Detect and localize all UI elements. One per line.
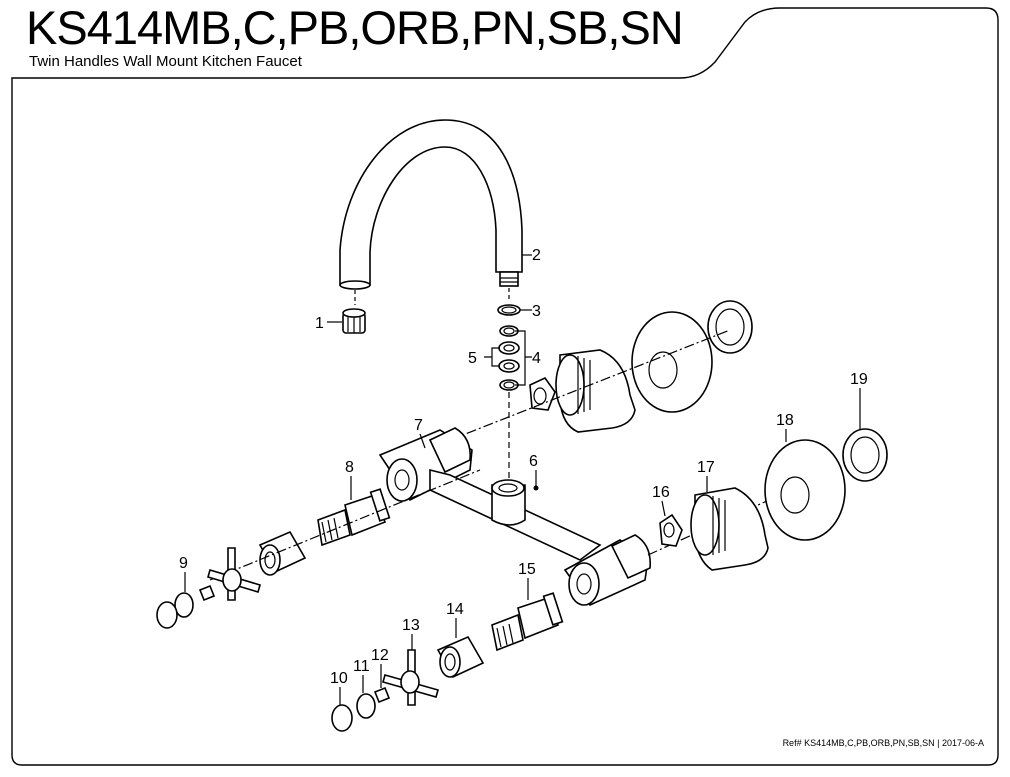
spout-part [339,119,523,290]
reference-number: Ref# KS414MB,C,PB,ORB,PN,SB,SN | 2017-06… [782,738,984,748]
callout-18: 18 [776,412,794,429]
callout-10: 10 [330,670,348,687]
aerator-part [342,308,366,334]
callout-8: 8 [345,459,354,476]
callout-16: 16 [652,484,670,501]
callout-4: 4 [532,350,541,367]
faucet-body [378,427,652,607]
callout-11: 11 [353,658,370,675]
lower-elbow-assembly [659,428,888,571]
upper-elbow-assembly [529,300,753,433]
frame-border [11,7,999,766]
callout-6: 6 [529,453,538,470]
callout-5: 5 [468,350,477,367]
upper-cartridge-assembly [156,469,481,629]
page-title: KS414MB,C,PB,ORB,PN,SB,SN [26,1,684,54]
callout-14: 14 [446,601,464,618]
callout-12: 12 [371,647,389,664]
callout-3: 3 [532,303,541,320]
callout-13: 13 [402,617,420,634]
page-subtitle: Twin Handles Wall Mount Kitchen Faucet [29,53,302,70]
callout-15: 15 [518,561,536,578]
callout-9: 9 [179,555,188,572]
o-rings-stack [497,304,521,391]
callout-1: 1 [315,315,324,332]
callout-7: 7 [414,417,423,434]
callout-labels: 1 2 3 4 5 6 7 8 9 10 11 12 13 14 15 16 1… [179,247,868,705]
callout-2: 2 [532,247,541,264]
lower-cartridge-assembly [331,592,564,732]
callout-19: 19 [850,371,868,388]
callout-17: 17 [697,459,715,476]
